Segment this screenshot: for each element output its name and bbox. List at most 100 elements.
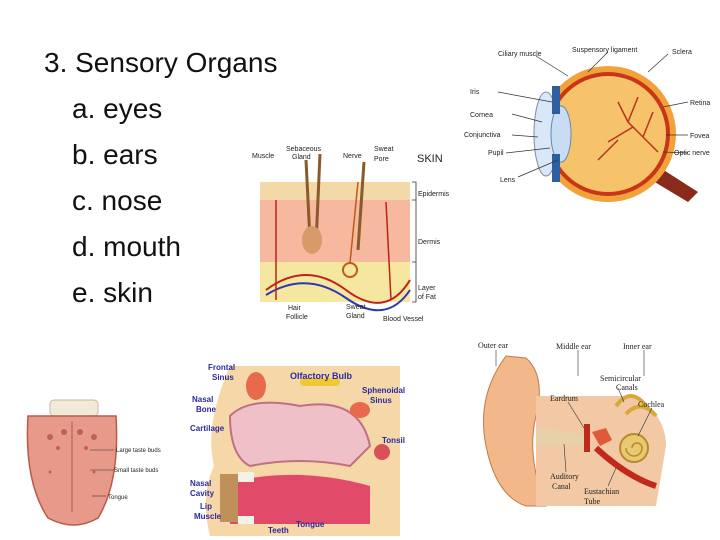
label-semicircular-1: Semicircular — [600, 374, 641, 383]
tongue-illustration: Large taste buds Small taste buds Tongue — [20, 392, 180, 532]
label-sclera: Sclera — [672, 49, 692, 56]
outline-heading: 3. Sensory Organs — [44, 47, 278, 78]
label-cornea: Cornea — [470, 112, 493, 119]
label-olfactory-bulb: Olfactory Bulb — [290, 371, 353, 381]
nose-diagram: Frontal Sinus Olfactory Bulb Sphenoidal … — [190, 356, 410, 536]
label-dermis: Dermis — [418, 239, 441, 246]
label-pupil: Pupil — [488, 150, 504, 157]
label-iris: Iris — [470, 89, 480, 96]
ossicles-shape — [592, 428, 612, 446]
sphenoidal-sinus-shape — [350, 402, 370, 418]
semicircular-canals-shape — [614, 394, 658, 418]
label-blood-vessel: Blood Vessel — [383, 316, 424, 323]
label-cartilage: Cartilage — [190, 424, 225, 433]
olfactory-bulb-shape — [300, 378, 340, 386]
label-sweat-gland-2: Gland — [346, 313, 365, 320]
vein-shape — [265, 282, 411, 312]
label-nasal-cavity-1: Nasal — [190, 479, 211, 488]
label-suspensory-ligament: Suspensory ligament — [572, 47, 637, 54]
label-frontal-1: Frontal — [208, 363, 235, 372]
outline-item-nose: c. nose — [72, 185, 163, 216]
skin-diagram: Muscle Sebaceous Gland Nerve Sweat Pore … — [246, 140, 468, 326]
dermis-shape — [260, 200, 410, 262]
label-middle-ear: Middle ear — [556, 342, 591, 351]
label-outer-ear: Outer ear — [478, 341, 508, 350]
label-epidermis: Epidermis — [418, 191, 450, 198]
label-gland: Gland — [292, 154, 311, 161]
label-semicircular-2: Canals — [616, 383, 638, 392]
label-skin-title: SKIN — [417, 153, 443, 165]
label-fovea: Fovea — [690, 133, 710, 140]
lens-shape — [550, 105, 572, 163]
ear-diagram: Outer ear Middle ear Inner ear Semicircu… — [466, 336, 698, 516]
label-nasal-1: Nasal — [192, 395, 213, 404]
label-inner-ear: Inner ear — [623, 342, 652, 351]
outline-item-eyes: a. eyes — [72, 93, 163, 124]
label-optic-nerve: Optic nerve — [674, 150, 710, 157]
label-frontal-2: Sinus — [212, 373, 234, 382]
iris-lower-shape — [552, 154, 560, 182]
label-lens: Lens — [500, 177, 516, 184]
label-eardrum: Eardrum — [550, 394, 579, 403]
label-retina: Retina — [690, 100, 710, 107]
follicle-shape — [302, 226, 322, 254]
outline-item-ears: b. ears — [72, 139, 158, 170]
taste-buds-shape — [47, 429, 97, 474]
label-of-fat: of Fat — [418, 294, 436, 301]
label-sweat-pore-1: Sweat — [374, 146, 394, 153]
label-sphenoidal-1: Sphenoidal — [362, 386, 405, 395]
label-sweat-gland-1: Sweat — [346, 304, 366, 311]
label-eustachian-2: Tube — [584, 497, 601, 506]
label-sphenoidal-2: Sinus — [370, 396, 392, 405]
label-hair: Hair — [288, 305, 302, 312]
cochlea-shape — [619, 433, 649, 463]
label-nasal-2: Bone — [196, 405, 217, 414]
outline-item-mouth: d. mouth — [72, 231, 181, 262]
eye-illustration: Ciliary muscle Suspensory ligament Scler… — [464, 47, 710, 202]
label-tongue: Tongue — [108, 495, 128, 501]
sensory-organs-outline: 3. Sensory Organs a. eyes b. ears c. nos… — [44, 40, 277, 316]
label-sebaceous: Sebaceous — [286, 146, 322, 153]
eustachian-tube-shape — [593, 445, 657, 489]
epidermis-shape — [260, 182, 410, 200]
label-conjunctiva: Conjunctiva — [464, 132, 501, 139]
label-cochlea: Cochlea — [638, 400, 665, 409]
lower-teeth-shape — [238, 516, 254, 524]
eye-diagram: Ciliary muscle Suspensory ligament Scler… — [458, 42, 720, 202]
ear-illustration: Outer ear Middle ear Inner ear Semicircu… — [466, 336, 698, 516]
label-auditory-1: Auditory — [550, 472, 579, 481]
teeth-shape — [49, 399, 99, 417]
frontal-sinus-shape — [246, 372, 266, 400]
tongue-shape-nose — [230, 474, 370, 524]
label-lip-2: Muscle — [194, 512, 222, 521]
label-auditory-2: Canal — [552, 482, 571, 491]
label-follicle: Follicle — [286, 314, 308, 321]
label-tongue-nose: Tongue — [296, 520, 325, 529]
skin-illustration: Muscle Sebaceous Gland Nerve Sweat Pore … — [246, 140, 468, 326]
nasal-cavity-shape — [228, 401, 372, 468]
iris-upper-shape — [552, 86, 560, 114]
outline-item-skin: e. skin — [72, 277, 153, 308]
retina-shape — [550, 76, 666, 192]
nose-illustration: Frontal Sinus Olfactory Bulb Sphenoidal … — [190, 356, 410, 536]
upper-teeth-shape — [238, 472, 254, 482]
label-small-taste-buds: Small taste buds — [114, 468, 158, 474]
tongue-diagram: Large taste buds Small taste buds Tongue — [20, 392, 180, 532]
auditory-canal-shape — [536, 428, 584, 446]
retinal-vessels — [597, 96, 659, 161]
label-layer: Layer — [418, 285, 436, 292]
artery-shape — [265, 274, 411, 304]
lip-shape — [220, 474, 238, 522]
label-ciliary-muscle: Ciliary muscle — [498, 51, 542, 58]
label-large-taste-buds: Large taste buds — [116, 448, 161, 454]
label-lip-1: Lip — [200, 502, 212, 511]
tonsil-shape — [374, 444, 390, 460]
label-eustachian-1: Eustachian — [584, 487, 619, 496]
label-nerve: Nerve — [343, 153, 362, 160]
label-tonsil: Tonsil — [382, 436, 405, 445]
eardrum-shape — [584, 424, 590, 452]
label-teeth: Teeth — [268, 526, 289, 535]
label-nasal-cavity-2: Cavity — [190, 489, 215, 498]
label-sweat-pore-2: Pore — [374, 156, 389, 163]
label-muscle: Muscle — [252, 153, 274, 160]
